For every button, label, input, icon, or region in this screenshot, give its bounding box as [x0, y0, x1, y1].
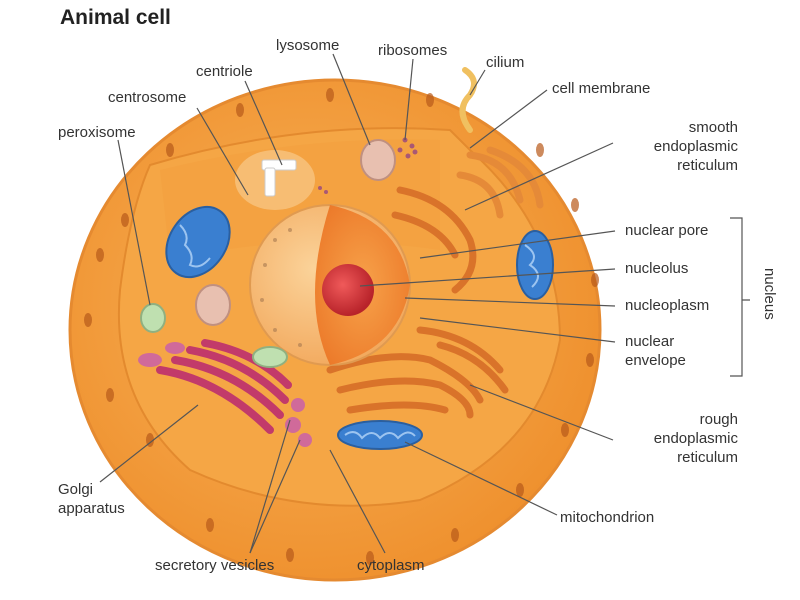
label-smooth-er-line3: reticulum	[677, 157, 738, 174]
label-centrosome: centrosome	[108, 89, 187, 106]
label-mitochondrion: mitochondrion	[560, 509, 655, 526]
golgi-apparatus	[156, 339, 292, 434]
label-golgi-line1: Golgi	[58, 481, 94, 498]
mitochondria	[165, 205, 554, 450]
label-peroxisome: peroxisome	[58, 124, 136, 141]
label-smooth-er-line2: endoplasmic	[653, 138, 738, 155]
label-secretory-vesicles: secretory vesicles	[155, 557, 275, 574]
centriole	[261, 159, 297, 197]
label-cilium: cilium	[486, 54, 525, 71]
rough-er	[326, 186, 509, 419]
label-cytoplasm: cytoplasm	[357, 557, 425, 574]
label-centriole: centriole	[196, 63, 253, 80]
label-nuclear-pore: nuclear pore	[625, 222, 709, 239]
diagram-title: Animal cell	[60, 6, 171, 29]
nucleolus	[322, 264, 374, 316]
label-nuclear-envelope-line1: nuclear	[625, 333, 675, 350]
label-nucleolus: nucleolus	[625, 260, 689, 277]
label-smooth-er-line1: smooth	[688, 119, 738, 136]
label-smooth-er: smooth endoplasmic reticulum	[620, 118, 738, 175]
label-nucleus: nucleus	[761, 268, 778, 320]
label-rough-er: rough endoplasmic reticulum	[620, 410, 738, 467]
vesicle	[195, 284, 231, 326]
label-lysosome: lysosome	[276, 37, 340, 54]
label-cell-membrane: cell membrane	[552, 80, 651, 97]
label-nuclear-envelope-line2: envelope	[625, 352, 686, 369]
label-rough-er-line3: reticulum	[677, 449, 738, 466]
lysosome	[360, 139, 396, 181]
label-golgi-line2: apparatus	[58, 500, 125, 517]
label-nucleoplasm: nucleoplasm	[625, 297, 710, 314]
peroxisome	[140, 303, 166, 333]
label-golgi-apparatus: Golgi apparatus	[58, 480, 125, 518]
smooth-er	[456, 146, 544, 219]
label-rough-er-line2: endoplasmic	[653, 430, 738, 447]
label-rough-er-line1: rough	[699, 411, 738, 428]
label-nuclear-envelope: nuclear envelope	[625, 332, 686, 370]
vesicle	[252, 346, 288, 368]
label-ribosomes: ribosomes	[378, 42, 448, 59]
